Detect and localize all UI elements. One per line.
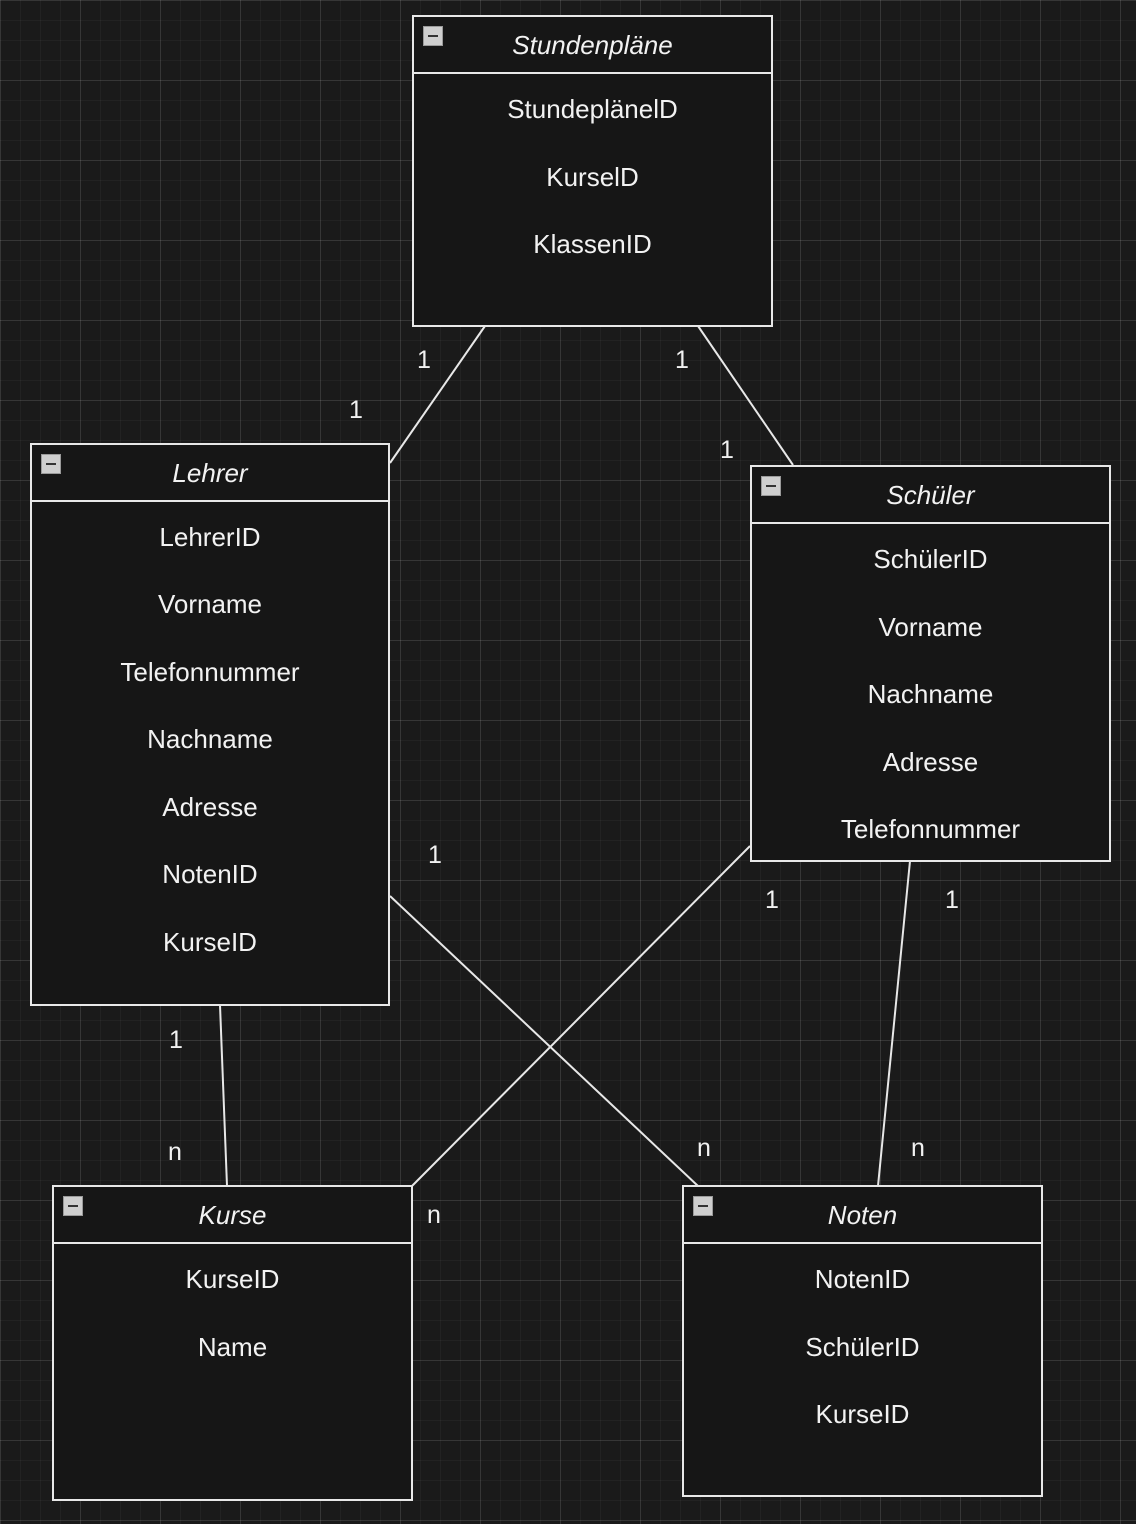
entity-schueler[interactable]: Schüler SchülerID Vorname Nachname Adres… bbox=[750, 465, 1111, 862]
rel-stundenplaene-schueler[interactable] bbox=[697, 325, 794, 466]
rel-schueler-noten[interactable] bbox=[877, 860, 911, 1187]
cardinality-label: n bbox=[697, 1134, 711, 1162]
attribute: Nachname bbox=[147, 724, 273, 754]
attribute: Name bbox=[197, 1332, 268, 1362]
entity-title: Lehrer bbox=[172, 458, 248, 488]
collapse-icon[interactable] bbox=[693, 1196, 713, 1216]
cardinality-label: n bbox=[168, 1138, 182, 1166]
attribute: LehrerID bbox=[159, 522, 261, 552]
attribute: Vorname bbox=[157, 589, 263, 619]
cardinality-label: 1 bbox=[720, 436, 734, 464]
entity-header: Noten bbox=[684, 1187, 1041, 1244]
collapse-icon[interactable] bbox=[423, 26, 443, 46]
cardinality-label: 1 bbox=[945, 886, 959, 914]
entity-header: Lehrer bbox=[32, 445, 388, 502]
entity-stundenplaene[interactable]: Stundenpläne StundeplänelD KurselD Klass… bbox=[412, 15, 773, 327]
attribute: Telefonnummer bbox=[120, 657, 300, 687]
entity-title: Stundenpläne bbox=[512, 30, 673, 60]
attribute: KlassenID bbox=[533, 229, 652, 259]
attribute: Nachname bbox=[867, 679, 994, 709]
rel-stundenplaene-lehrer[interactable] bbox=[389, 325, 486, 464]
cardinality-label: 1 bbox=[169, 1026, 183, 1054]
entity-kurse[interactable]: Kurse KurseID Name bbox=[52, 1185, 413, 1501]
cardinality-label: 1 bbox=[675, 346, 689, 374]
attribute: Adresse bbox=[162, 792, 258, 822]
attribute: NotenID bbox=[814, 1264, 911, 1294]
entity-title: Kurse bbox=[198, 1200, 267, 1230]
attribute: KurseID bbox=[185, 1264, 280, 1294]
attribute: KurseID bbox=[815, 1399, 910, 1429]
cardinality-label: 1 bbox=[417, 346, 431, 374]
collapse-icon[interactable] bbox=[761, 476, 781, 496]
attribute: Telefonnummer bbox=[840, 814, 1021, 844]
rel-lehrer-kurse[interactable] bbox=[219, 1004, 228, 1187]
entity-header: Stundenpläne bbox=[414, 17, 771, 74]
attribute: StundeplänelD bbox=[507, 94, 678, 124]
attribute: Adresse bbox=[882, 747, 979, 777]
entity-header: Kurse bbox=[54, 1187, 411, 1244]
cardinality-label: 1 bbox=[765, 886, 779, 914]
collapse-icon[interactable] bbox=[63, 1196, 83, 1216]
attribute: KurseID bbox=[163, 927, 257, 957]
entity-noten[interactable]: Noten NotenID SchülerID KurseID bbox=[682, 1185, 1043, 1497]
cardinality-label: n bbox=[911, 1134, 925, 1162]
attribute: NotenID bbox=[162, 859, 258, 889]
entity-title: Noten bbox=[827, 1200, 898, 1230]
attribute: Vorname bbox=[878, 612, 983, 642]
cardinality-label: 1 bbox=[349, 396, 363, 424]
rel-schueler-kurse[interactable] bbox=[411, 845, 751, 1187]
attribute: SchülerID bbox=[805, 1332, 920, 1362]
collapse-icon[interactable] bbox=[41, 454, 61, 474]
entity-header: Schüler bbox=[752, 467, 1109, 524]
attribute: SchülerID bbox=[873, 544, 988, 574]
cardinality-label: 1 bbox=[428, 841, 442, 869]
entity-lehrer[interactable]: Lehrer LehrerID Vorname Telefonnummer Na… bbox=[30, 443, 390, 1006]
attribute: KurselD bbox=[546, 162, 639, 192]
entity-title: Schüler bbox=[886, 480, 975, 510]
rel-lehrer-noten[interactable] bbox=[389, 895, 699, 1187]
cardinality-label: n bbox=[427, 1201, 441, 1229]
